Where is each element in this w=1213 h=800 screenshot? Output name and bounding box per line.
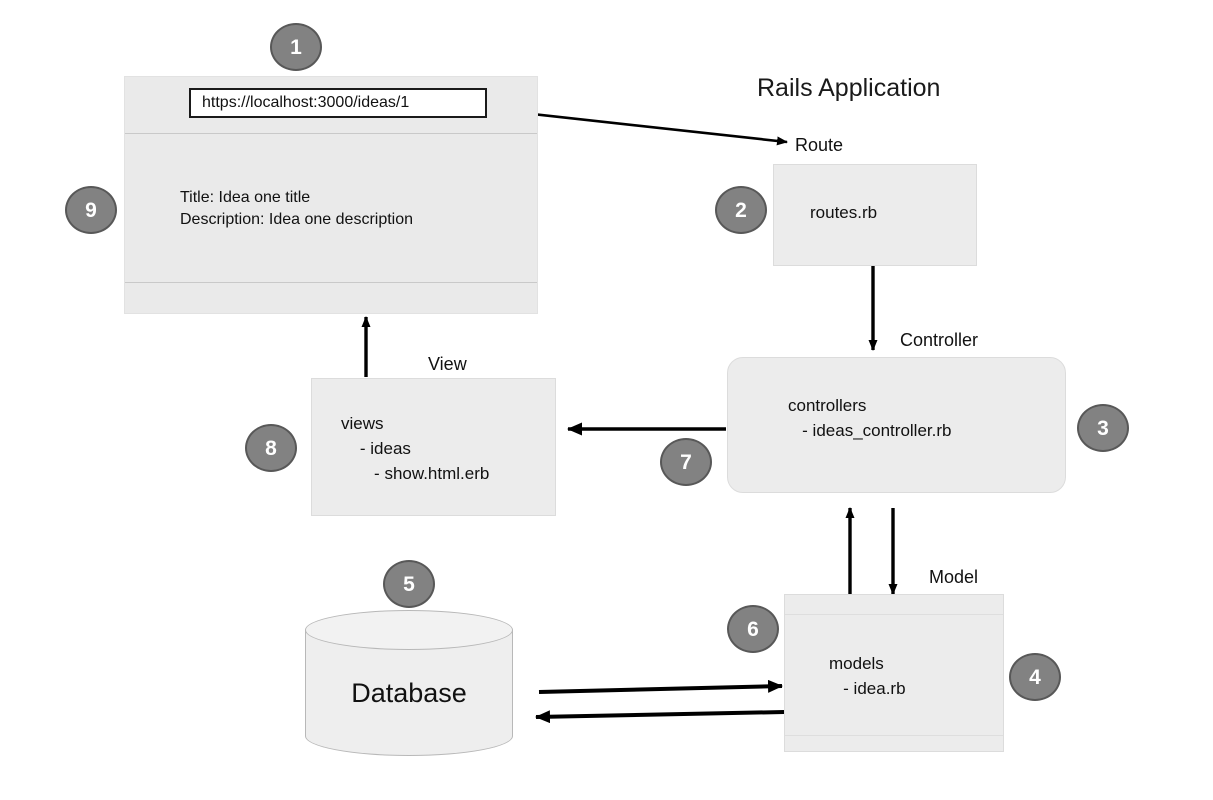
model-caption: Model — [929, 567, 979, 587]
view-box-label: views - ideas - show.html.erb — [341, 414, 490, 483]
route-box[interactable]: routes.rb — [773, 164, 977, 266]
step-badge-7[interactable]: 7 — [660, 438, 712, 486]
step-badge-9[interactable]: 9 — [65, 186, 117, 234]
route-box-label: routes.rb — [810, 203, 878, 222]
browser-footer-divider — [125, 282, 537, 283]
browser-toolbar-divider — [125, 133, 537, 134]
url-input[interactable]: https://localhost:3000/ideas/1 — [189, 88, 487, 118]
model-bottom-divider — [785, 735, 1003, 736]
view-box[interactable]: views - ideas - show.html.erb — [311, 378, 556, 516]
step-badge-8[interactable]: 8 — [245, 424, 297, 472]
step-badge-1[interactable]: 1 — [270, 23, 322, 71]
controller-caption: Controller — [900, 330, 979, 350]
route-caption: Route — [795, 135, 844, 155]
controller-box[interactable]: controllers - ideas_controller.rb — [727, 357, 1066, 493]
step-badge-4[interactable]: 4 — [1009, 653, 1061, 701]
model-box-label: models - idea.rb — [829, 654, 906, 698]
page-title: Rails Application — [757, 74, 941, 102]
controller-box-label: controllers - ideas_controller.rb — [788, 396, 952, 440]
step-badge-5[interactable]: 5 — [383, 560, 435, 608]
browser-page-content: Title: Idea one title Description: Idea … — [180, 189, 414, 228]
model-top-divider — [785, 614, 1003, 615]
database-top-ellipse — [305, 610, 513, 650]
step-badge-3[interactable]: 3 — [1077, 404, 1129, 452]
database-cylinder[interactable]: Database — [305, 610, 513, 756]
arrow-model-to-database — [535, 710, 785, 724]
step-badge-6[interactable]: 6 — [727, 605, 779, 653]
model-box[interactable]: models - idea.rb — [784, 594, 1004, 752]
view-caption: View — [428, 354, 467, 374]
database-label: Database — [351, 678, 467, 708]
step-badge-2[interactable]: 2 — [715, 186, 767, 234]
arrow-database-to-model — [538, 679, 783, 694]
